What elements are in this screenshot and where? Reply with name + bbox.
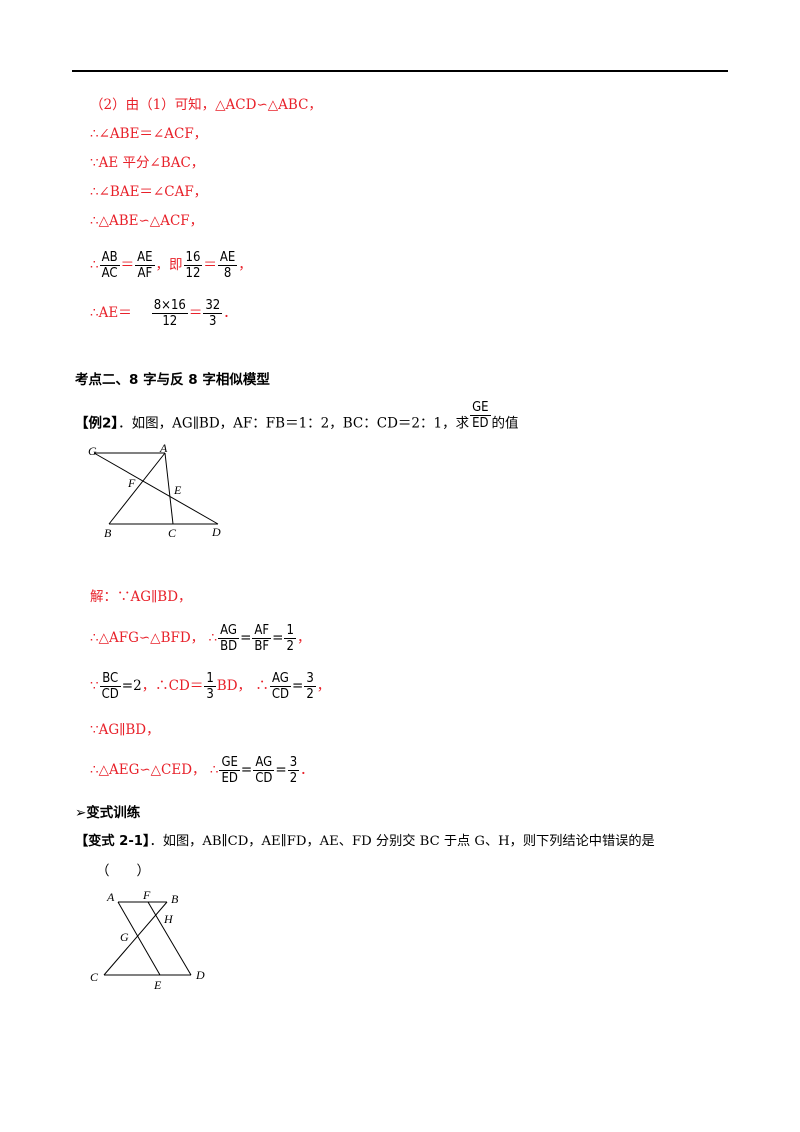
point-label-f: F: [142, 888, 151, 902]
variant-question: 【变式 2-1】．如图，AB∥CD，AE∥FD，AE、FD 分别交 BC 于点 …: [75, 834, 655, 849]
point-label-g: G: [88, 444, 97, 458]
segment-fd: [147, 901, 192, 976]
solution2-line1: 解：∵AG∥BD，: [90, 589, 192, 605]
example2-figure: G A F E B C D: [88, 441, 221, 540]
variant-heading: ➢变式训练: [75, 805, 141, 821]
segment-ac: [164, 452, 174, 525]
point-label-b: B: [171, 892, 179, 906]
point-label-a: A: [159, 441, 168, 455]
part2-line1: （2）由（1）可知，△ACD∽△ABC，: [90, 97, 322, 113]
point-label-f: F: [127, 476, 136, 490]
header-rule: [72, 70, 728, 72]
segment-ab: [108, 452, 166, 525]
point-label-b: B: [104, 526, 112, 540]
point-label-a: A: [106, 890, 115, 904]
segment-gd: [93, 452, 219, 525]
part2-line3: ∵AE 平分∠BAC，: [90, 155, 205, 171]
point-label-d: D: [195, 968, 205, 982]
section-title: 考点二、8 字与反 8 字相似模型: [75, 372, 270, 388]
point-label-e: E: [173, 483, 182, 497]
variant-figure: A F B H G C E D: [90, 888, 205, 992]
part2-line5: ∴△ABE∽△ACF，: [90, 213, 204, 229]
point-label-g: G: [120, 930, 129, 944]
answer-parentheses: （ ）: [96, 863, 150, 879]
part2-line2: ∴∠ABE＝∠ACF，: [90, 126, 208, 142]
solution2-line4: ∵AG∥BD，: [90, 722, 160, 738]
point-label-h: H: [163, 912, 174, 926]
point-label-e: E: [153, 978, 162, 992]
point-label-c: C: [90, 970, 99, 984]
part2-line4: ∴∠BAE＝∠CAF，: [90, 184, 208, 200]
point-label-d: D: [211, 525, 221, 539]
segment-bc: [103, 901, 168, 976]
segment-ae: [117, 901, 161, 976]
point-label-c: C: [168, 526, 177, 540]
